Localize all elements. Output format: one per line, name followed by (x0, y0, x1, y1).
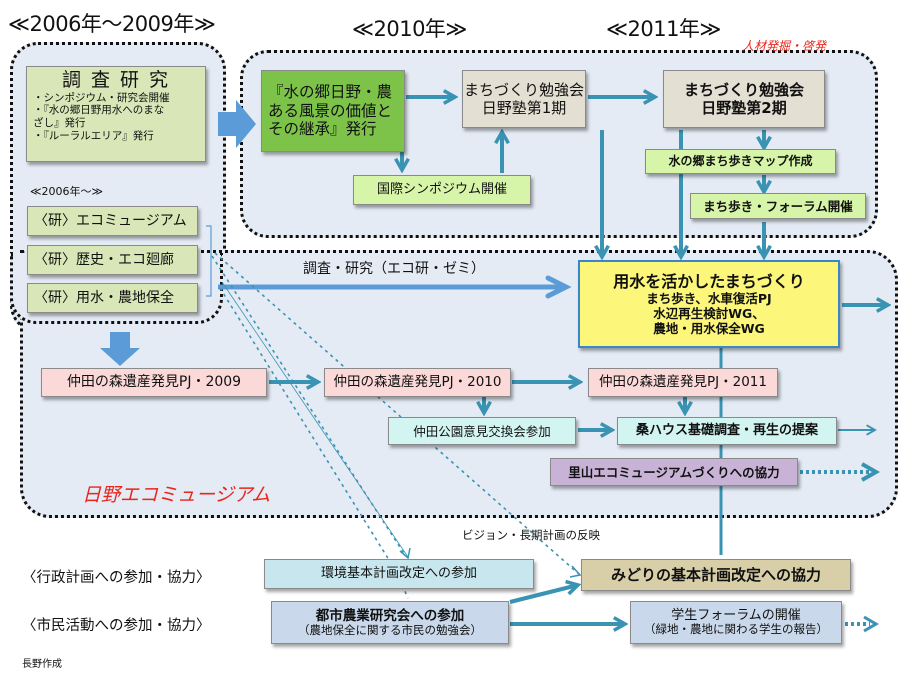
student-forum-title: 学生フォーラムの開催 (671, 607, 801, 623)
period-header-2006-2009: ≪2006年～2009年≫ (8, 12, 216, 36)
seminar-term-2-box: まちづくり勉強会 日野塾第2期 (663, 70, 825, 128)
nakata-park-label: 仲田公園意見交換会参加 (413, 423, 551, 439)
since-2006-label: ≪2006年～≫ (30, 185, 104, 198)
satoyama-label: 里山エコミュージアムづくりへの協力 (568, 464, 780, 480)
study-group-label: 〈研〉歴史・エコ廻廊 (34, 251, 174, 268)
urban-agriculture-subtitle: （農地保全に関する市民の勉強会） (298, 622, 482, 637)
nakata-label: 仲田の森遺産発見PJ・2011 (599, 374, 767, 391)
thin-line-study-to-env (221, 281, 409, 558)
nakata-label: 仲田の森遺産発見PJ・2009 (66, 374, 242, 391)
vision-label: ビジョン・長期計画の反映 (462, 528, 600, 542)
admin-plan-label: 〈行政計画への参加・協力〉 (22, 570, 211, 586)
publication-line: 『水の郷日野・農 (268, 83, 393, 102)
env-plan-box: 環境基本計画改定への参加 (264, 559, 534, 589)
main-goal-title: 用水を活かしたまちづくり (613, 271, 805, 291)
env-plan-label: 環境基本計画改定への参加 (320, 566, 477, 582)
nakata-2009-box: 仲田の森遺産発見PJ・2009 (41, 368, 267, 397)
symposium-label: 国際シンポジウム開催 (376, 182, 507, 198)
study-group-history: 〈研〉歴史・エコ廻廊 (27, 245, 198, 275)
student-forum-box: 学生フォーラムの開催 （緑地・農地に関わる学生の報告） (630, 601, 842, 644)
main-goal-line: まち歩き、水車復活PJ (646, 291, 772, 307)
urban-agriculture-title: 都市農業研究会への参加 (315, 607, 465, 624)
period-header-2011: ≪2011年≫ (606, 17, 721, 41)
research-flow-label: 調査・研究（エコ研・ゼミ） (303, 261, 485, 277)
publication-line: その継承』発行 (268, 120, 377, 139)
block-arrow-right (218, 100, 256, 148)
arrow-urban-to-green (509, 585, 578, 604)
international-symposium-box: 国際シンポジウム開催 (353, 175, 531, 205)
research-title: 調 査 研 究 (61, 69, 171, 91)
walk-forum-label: まち歩き・フォーラム開催 (703, 198, 853, 214)
seminar-line: まちづくり勉強会 (463, 81, 584, 99)
research-item: ・『ルーラルエリア』発行 (33, 129, 154, 142)
talent-label: 人材発掘・啓発 (742, 39, 827, 53)
dashed-line-study-to-env-2 (219, 287, 395, 569)
satoyama-box: 里山エコミュージアムづくりへの協力 (550, 458, 798, 486)
publication-box: 『水の郷日野・農 ある風景の価値と その継承』発行 (261, 70, 405, 152)
kuwa-house-label: 桑ハウス基礎調査・再生の提案 (635, 423, 818, 439)
citizen-activity-label: 〈市民活動への参加・協力〉 (22, 618, 211, 634)
walk-map-label: 水の郷まち歩きマップ作成 (668, 154, 813, 169)
kuwa-house-box: 桑ハウス基礎調査・再生の提案 (617, 417, 837, 445)
nakata-2010-box: 仲田の森遺産発見PJ・2010 (324, 368, 511, 397)
nakata-label: 仲田の森遺産発見PJ・2010 (333, 374, 502, 391)
main-goal-box: 用水を活かしたまちづくり まち歩き、水車復活PJ 水辺再生検討WG、 農地・用水… (578, 260, 840, 348)
seminar-term-1-box: まちづくり勉強会 日野塾第1期 (462, 70, 586, 128)
student-forum-subtitle: （緑地・農地に関わる学生の報告） (644, 622, 828, 637)
eco-museum-label: 日野エコミュージアム (82, 484, 271, 506)
main-goal-line: 水辺再生検討WG、 (653, 306, 765, 322)
walk-forum-box: まち歩き・フォーラム開催 (690, 193, 866, 219)
nakata-park-box: 仲田公園意見交換会参加 (388, 417, 576, 445)
block-arrow-down (100, 332, 140, 366)
author-credit: 長野作成 (22, 659, 62, 670)
urban-agriculture-box: 都市農業研究会への参加 （農地保全に関する市民の勉強会） (271, 601, 509, 644)
green-plan-label: みどりの基本計画改定への協力 (610, 566, 821, 584)
period-header-2010: ≪2010年≫ (352, 17, 467, 41)
walk-map-box: 水の郷まち歩きマップ作成 (645, 149, 836, 174)
green-plan-box: みどりの基本計画改定への協力 (581, 559, 851, 591)
seminar-line: 日野塾第2期 (701, 99, 787, 117)
study-group-bracket (206, 225, 212, 297)
seminar-line: まちづくり勉強会 (683, 81, 804, 99)
study-group-water-farmland: 〈研〉用水・農地保全 (27, 283, 198, 313)
research-box: 調 査 研 究 ・シンポジウム・研究会開催 ・『水の郷日野用水へのまな ざし』発… (26, 66, 206, 162)
seminar-line: 日野塾第1期 (481, 99, 567, 117)
study-group-label: 〈研〉エコミュージアム (34, 212, 187, 229)
research-item: ざし』発行 (33, 116, 86, 129)
study-group-eco-museum: 〈研〉エコミュージアム (27, 206, 198, 236)
research-item: ・『水の郷日野用水へのまな (33, 104, 165, 117)
nakata-2011-box: 仲田の森遺産発見PJ・2011 (588, 368, 778, 397)
study-group-label: 〈研〉用水・農地保全 (34, 289, 174, 306)
main-goal-line: 農地・用水保全WG (653, 321, 765, 337)
research-item: ・シンポジウム・研究会開催 (33, 91, 170, 104)
publication-line: ある風景の価値と (268, 101, 393, 120)
